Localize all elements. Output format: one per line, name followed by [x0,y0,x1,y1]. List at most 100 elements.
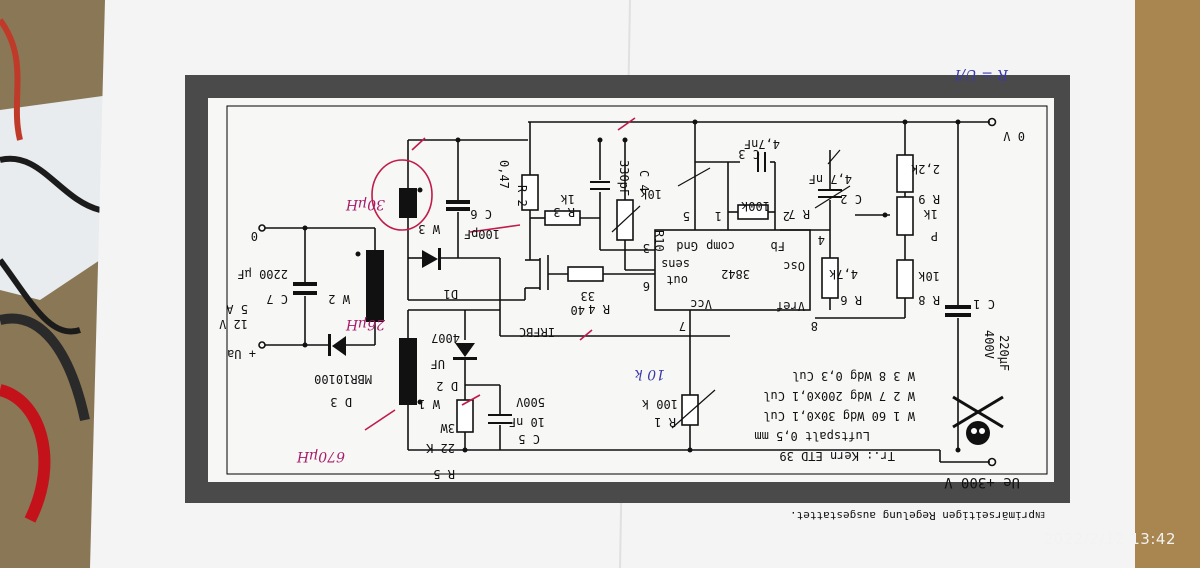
red-annotations [364,117,636,431]
label-12v: 12 V [219,317,248,331]
handwritten-notes: 30µH 26µH 670µH 10 k R = U/I [296,66,1009,464]
diode-d1 [422,250,438,268]
small-caps [488,152,842,424]
svg-text:33: 33 [581,289,595,303]
svg-text:2,2k: 2,2k [910,162,940,176]
svg-text:330pF: 330pF [617,160,631,196]
svg-text:10 k: 10 k [634,366,665,382]
svg-text:4007: 4007 [431,331,460,345]
svg-text:W 1 60 Wdg 30x0,1 Cul: W 1 60 Wdg 30x0,1 Cul [763,409,915,423]
side-paper [0,95,115,300]
svg-text:220µF: 220µF [997,335,1011,371]
ic-vcc: Vcc [690,297,712,311]
svg-text:Luftspalt 0,5 mm: Luftspalt 0,5 mm [754,429,870,443]
svg-text:W 2 7 Wdg 200x0,1 Cul: W 2 7 Wdg 200x0,1 Cul [763,389,915,403]
ic-vref: Vref [776,299,805,313]
label-footer: primärseitigen Regelung ausgestattet. [790,509,1035,522]
svg-text:1: 1 [715,209,722,223]
svg-text:500V: 500V [516,395,545,409]
svg-text:D 3: D 3 [330,395,352,409]
photo-timestamp: 2022/2/12 13:42 [1043,530,1176,548]
resistors [456,154,914,433]
resistor-r9 [896,154,914,193]
potentiometer-p [896,196,914,236]
components [293,119,971,453]
svg-text:4,7nF: 4,7nF [744,137,780,151]
svg-text:C 6: C 6 [470,207,492,221]
svg-text:26µH: 26µH [345,316,386,332]
svg-text:40: 40 [571,303,585,317]
ic-fb: Fb [771,239,785,253]
svg-text:W 2: W 2 [328,292,350,306]
svg-text:C 7: C 7 [266,292,288,306]
svg-text:C 1: C 1 [973,297,995,311]
svg-text:R 8: R 8 [918,293,940,307]
winding-w1 [399,338,417,405]
svg-text:R 9: R 9 [918,192,940,206]
svg-text:100 k: 100 k [641,397,678,411]
svg-text:10k: 10k [918,269,940,283]
svg-text:670µH: 670µH [296,448,345,464]
svg-text:30µH: 30µH [345,196,385,212]
svg-text:2: 2 [783,209,790,223]
ic-name: 3842 [721,267,750,281]
resistor-r6 [821,257,839,299]
svg-text:P: P [931,229,938,243]
resistor-r3 [544,210,581,226]
ic-sens: sens [661,257,690,271]
svg-text:3W: 3W [440,421,455,435]
resistor-r7 [737,204,769,220]
svg-text:D1: D1 [444,287,458,301]
schematic-area [208,98,1054,482]
label-0v: 0 V [1003,129,1025,143]
warning-skull-icon [952,395,1004,445]
svg-text:R 5: R 5 [433,467,455,481]
svg-text:W 1: W 1 [418,397,440,411]
svg-text:R 2: R 2 [515,185,529,207]
resistor-r8 [896,259,914,299]
svg-text:R10: R10 [652,230,666,252]
svg-text:W 3: W 3 [418,222,440,236]
svg-text:5: 5 [683,209,690,223]
svg-text:100pF: 100pF [464,227,500,241]
wires [258,117,997,467]
resistor-r4 [567,266,604,282]
svg-text:4: 4 [818,233,825,247]
svg-text:6: 6 [643,279,650,293]
svg-text:R = U/I: R = U/I [954,66,1009,82]
black-cable [0,155,101,213]
ic-osc: Osc [783,259,805,273]
svg-text:10k: 10k [640,187,662,201]
resistor-r1 [681,394,699,426]
winding-w2 [366,250,384,322]
diode-d2 [455,343,475,357]
svg-text:R 7: R 7 [788,207,810,221]
label-300v: Ue +300 V [944,474,1020,490]
svg-text:UF: UF [431,357,445,371]
resistor-r5 [456,399,474,433]
svg-text:W 3 8 Wdg 0,3 Cul: W 3 8 Wdg 0,3 Cul [792,369,915,383]
svg-text:D 2: D 2 [436,379,458,393]
resistor-r2 [521,174,539,211]
schematic-text: 0 V Ue +300 V 0 + Ua 12 V 5 A primärseit… [219,129,1045,522]
svg-text:1k: 1k [923,207,938,221]
svg-text:MBR10100: MBR10100 [314,372,372,386]
red-clip-cable [0,384,51,523]
svg-text:C 5: C 5 [518,432,540,446]
svg-text:R 1: R 1 [654,415,676,429]
svg-text:2200 µF: 2200 µF [237,267,288,281]
label-footer-en: EN [1035,510,1045,519]
label-ua-plus: + Ua [227,347,256,361]
svg-text:8: 8 [811,319,818,333]
svg-text:1k: 1k [560,192,575,206]
svg-text:R 4: R 4 [588,302,610,316]
svg-text:100k: 100k [740,199,770,213]
svg-text:3: 3 [643,241,650,255]
svg-text:IRFBC: IRFBC [519,325,555,339]
svg-text:400V: 400V [982,330,996,359]
label-5a: 5 A [226,302,248,316]
svg-text:R 6: R 6 [840,293,862,307]
winding-w3 [399,188,417,218]
